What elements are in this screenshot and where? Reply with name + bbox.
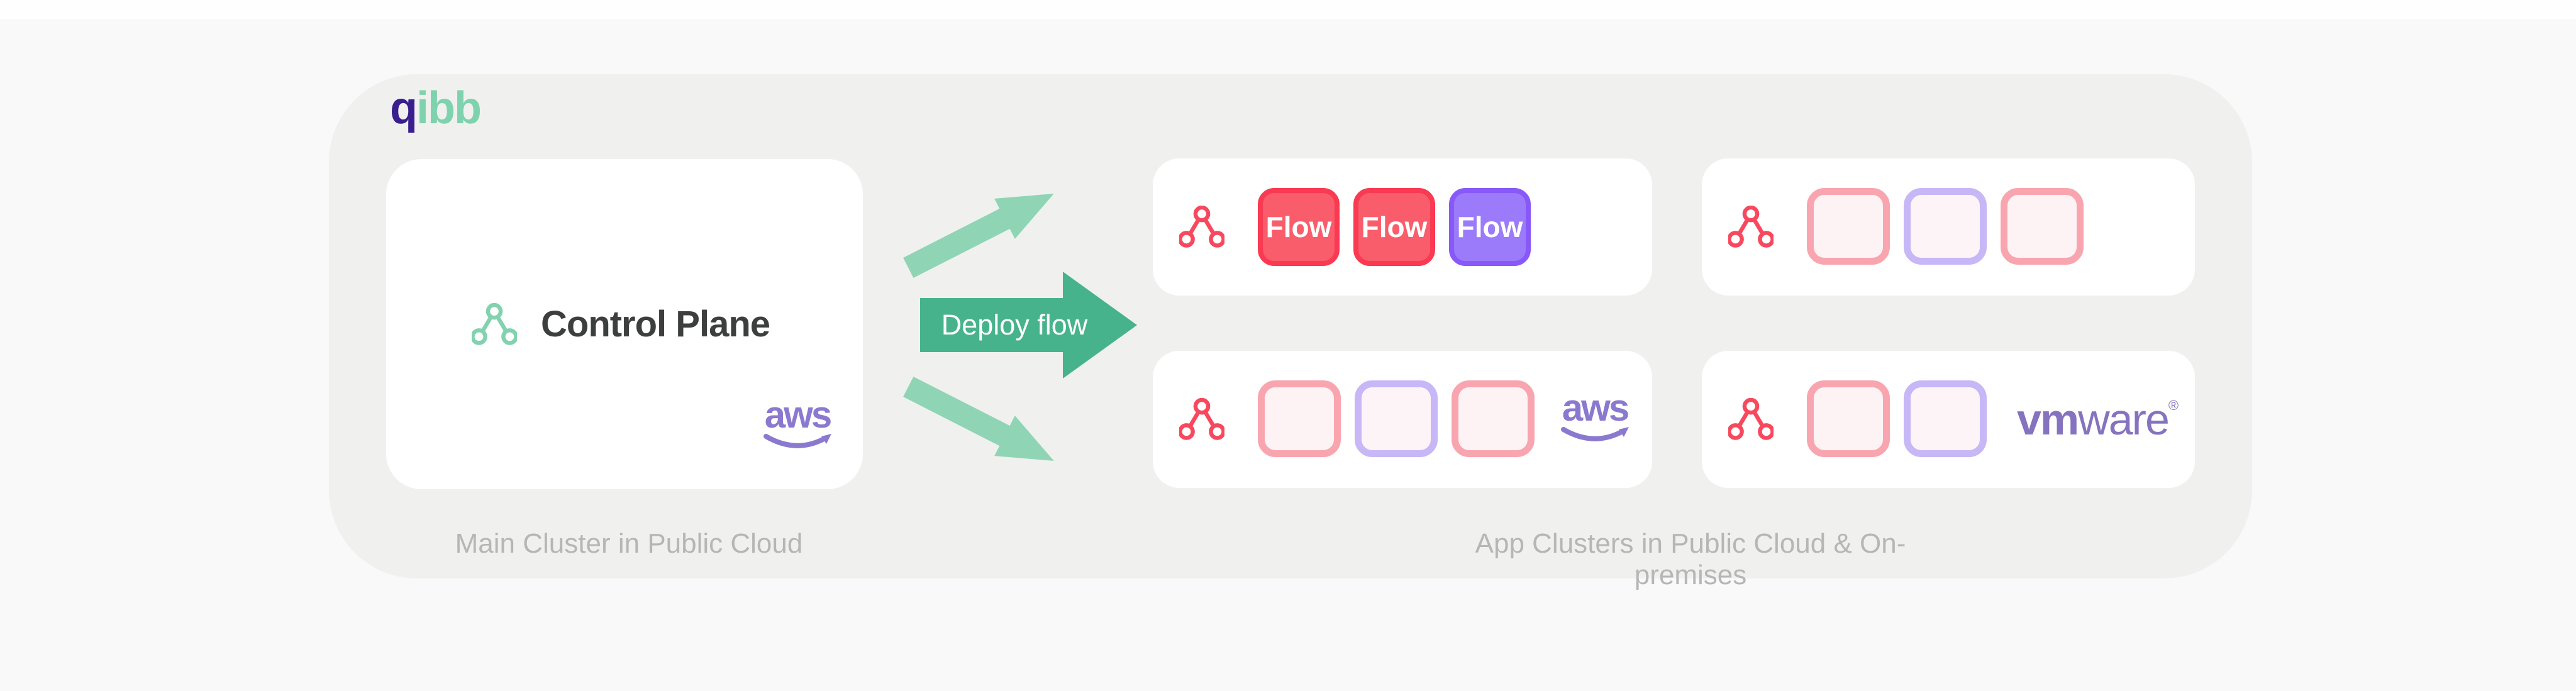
aws-smile-icon (1561, 427, 1629, 441)
flow-badge: Flow (1449, 188, 1531, 266)
deploy-flow-arrow: Deploy flow (920, 272, 1137, 379)
aws-logo: aws (761, 394, 834, 453)
app-cluster-card-empty (1702, 158, 2195, 296)
qibb-logo-ibb: ibb (416, 83, 482, 133)
flow-placeholder-list (1258, 380, 1535, 457)
control-plane-row: Control Plane (472, 159, 770, 489)
flow-placeholder (1258, 380, 1341, 457)
node-tree-icon (472, 302, 517, 345)
flow-placeholder (1904, 380, 1987, 457)
aws-logo-text: aws (1562, 387, 1629, 429)
flow-placeholder-list (1807, 188, 2084, 265)
control-plane-label: Control Plane (541, 304, 770, 345)
deploy-arrow-up-icon (898, 174, 1064, 288)
aws-logo-text: aws (764, 394, 832, 436)
caption-app-clusters: App Clusters in Public Cloud & On-premis… (1475, 528, 1906, 590)
vmware-logo-vm: vm (2017, 395, 2079, 444)
flow-badge-list: Flow Flow Flow (1258, 188, 1531, 266)
deploy-flow-label: Deploy flow (941, 309, 1088, 341)
diagram-panel: qibb Control Plane aws (329, 74, 2252, 590)
qibb-logo-q: q (390, 83, 418, 133)
flow-placeholder (1904, 188, 1987, 265)
aws-smile-icon (763, 434, 831, 448)
node-tree-icon (1179, 398, 1224, 440)
flow-placeholder (1452, 380, 1535, 457)
flow-badge: Flow (1258, 188, 1340, 266)
flow-placeholder (1807, 380, 1890, 457)
vmware-logo-ware: ware (2078, 395, 2170, 444)
node-tree-icon (1179, 206, 1224, 248)
app-cluster-card-flows: Flow Flow Flow (1153, 158, 1652, 296)
top-strip (0, 0, 2576, 19)
aws-logo: aws (1558, 387, 1631, 446)
flow-placeholder (1807, 188, 1890, 265)
flow-placeholder (2001, 188, 2084, 265)
flow-badge: Flow (1353, 188, 1435, 266)
node-tree-icon (1728, 206, 1774, 248)
deploy-arrow-down-icon (898, 367, 1064, 481)
registered-mark: ® (2168, 397, 2179, 413)
flow-placeholder-list (1807, 380, 1987, 457)
node-tree-icon (1728, 398, 1774, 440)
qibb-logo: qibb (390, 83, 482, 133)
control-plane-card: Control Plane aws (386, 159, 863, 489)
flow-placeholder (1355, 380, 1438, 457)
caption-main-cluster: Main Cluster in Public Cloud (455, 528, 803, 559)
app-cluster-card-aws: aws (1153, 351, 1652, 488)
